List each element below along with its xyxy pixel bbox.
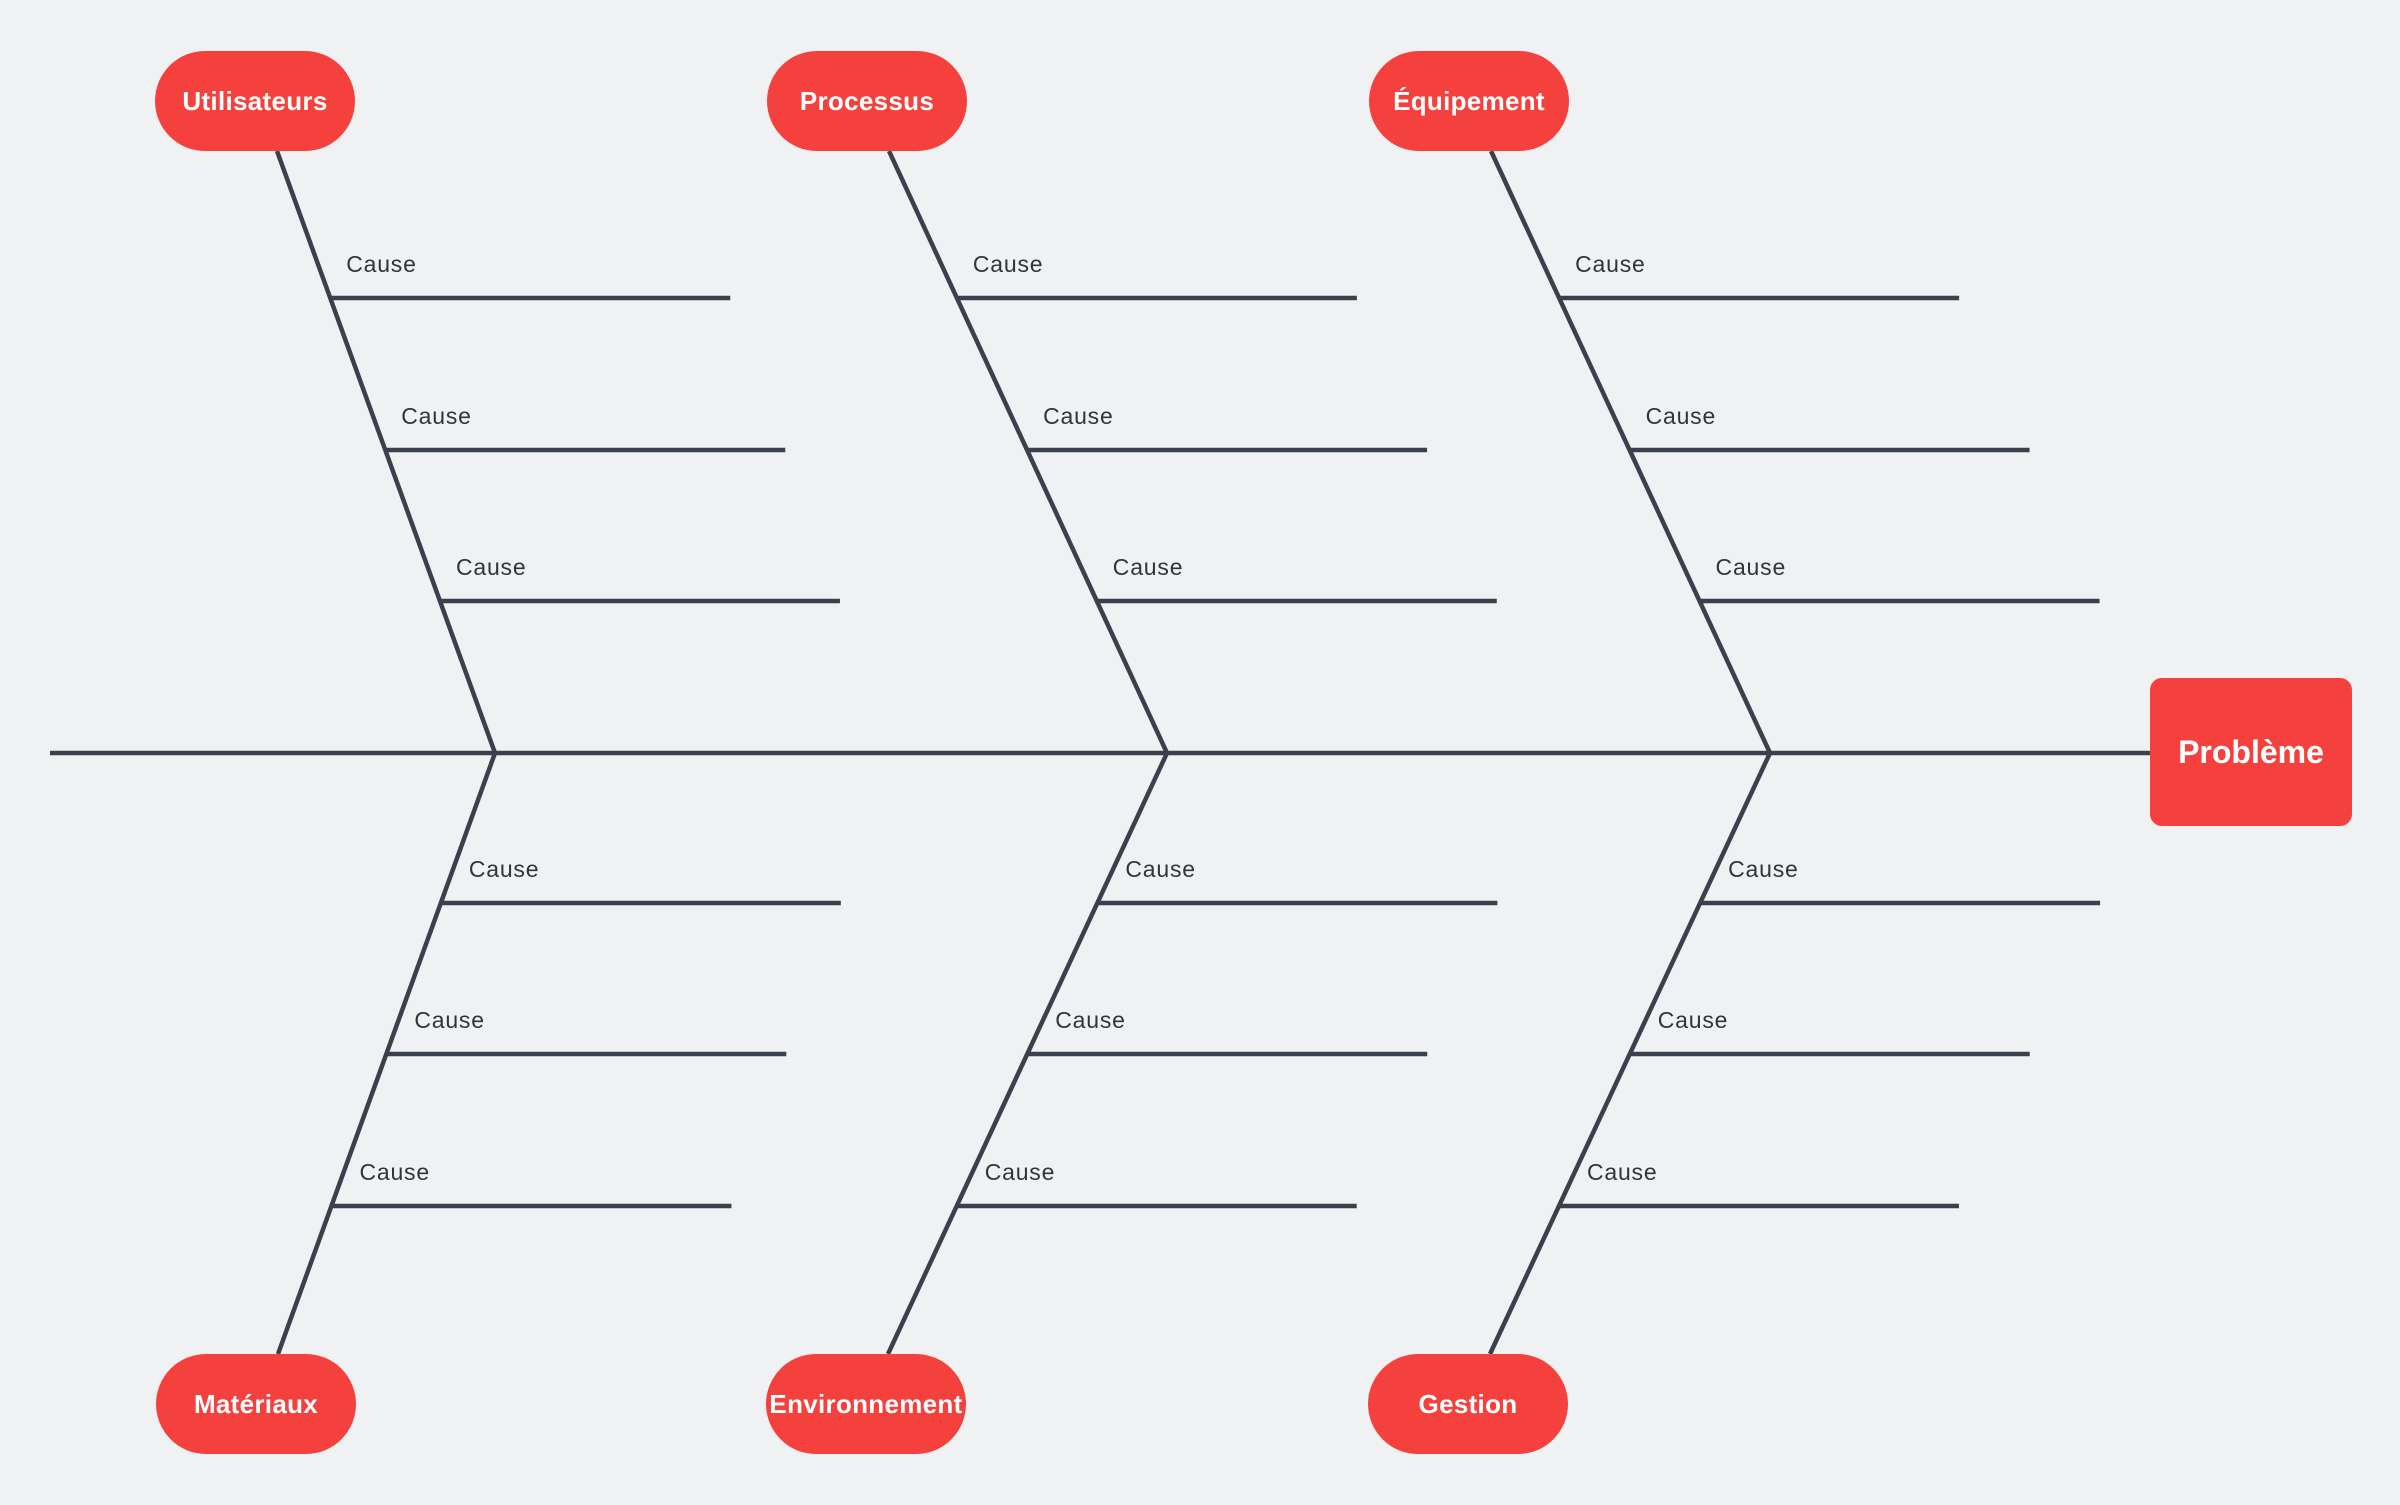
cause-label[interactable]: Cause [1125,856,1196,882]
cause-label[interactable]: Cause [468,856,540,882]
category-node-1[interactable]: Processus [767,51,967,151]
category-label: Processus [799,85,935,116]
cause-label[interactable]: Cause [1055,1007,1126,1033]
cause-label[interactable]: Cause [1645,403,1717,429]
cause-label[interactable]: Cause [414,1007,485,1033]
category-label: Gestion [1418,1388,1518,1419]
category-node-0[interactable]: Utilisateurs [155,51,355,151]
problem-node[interactable]: Problème [2150,678,2352,826]
cause-label[interactable]: Cause [972,251,1044,277]
cause-label[interactable]: Cause [359,1159,430,1185]
category-label: Utilisateurs [182,85,328,116]
category-label: Matériaux [193,1388,319,1419]
cause-label[interactable]: Cause [1575,251,1646,277]
category-node-4[interactable]: Environnement [766,1354,966,1454]
cause-label[interactable]: Cause [1728,856,1799,882]
cause-label[interactable]: Cause [401,403,472,429]
cause-label[interactable]: Cause [984,1159,1056,1185]
cause-label[interactable]: Cause [1586,1159,1658,1185]
cause-label[interactable]: Cause [1043,403,1114,429]
category-label: Environnement [769,1388,963,1419]
category-node-5[interactable]: Gestion [1368,1354,1568,1454]
cause-label[interactable]: Cause [1657,1007,1729,1033]
category-label: Équipement [1393,85,1545,116]
category-node-2[interactable]: Équipement [1369,51,1569,151]
category-node-3[interactable]: Matériaux [156,1354,356,1454]
cause-label[interactable]: Cause [1715,554,1787,580]
cause-label[interactable]: Cause [1112,554,1184,580]
cause-label[interactable]: Cause [455,554,527,580]
problem-label: Problème [2178,733,2324,770]
cause-label[interactable]: Cause [346,251,417,277]
